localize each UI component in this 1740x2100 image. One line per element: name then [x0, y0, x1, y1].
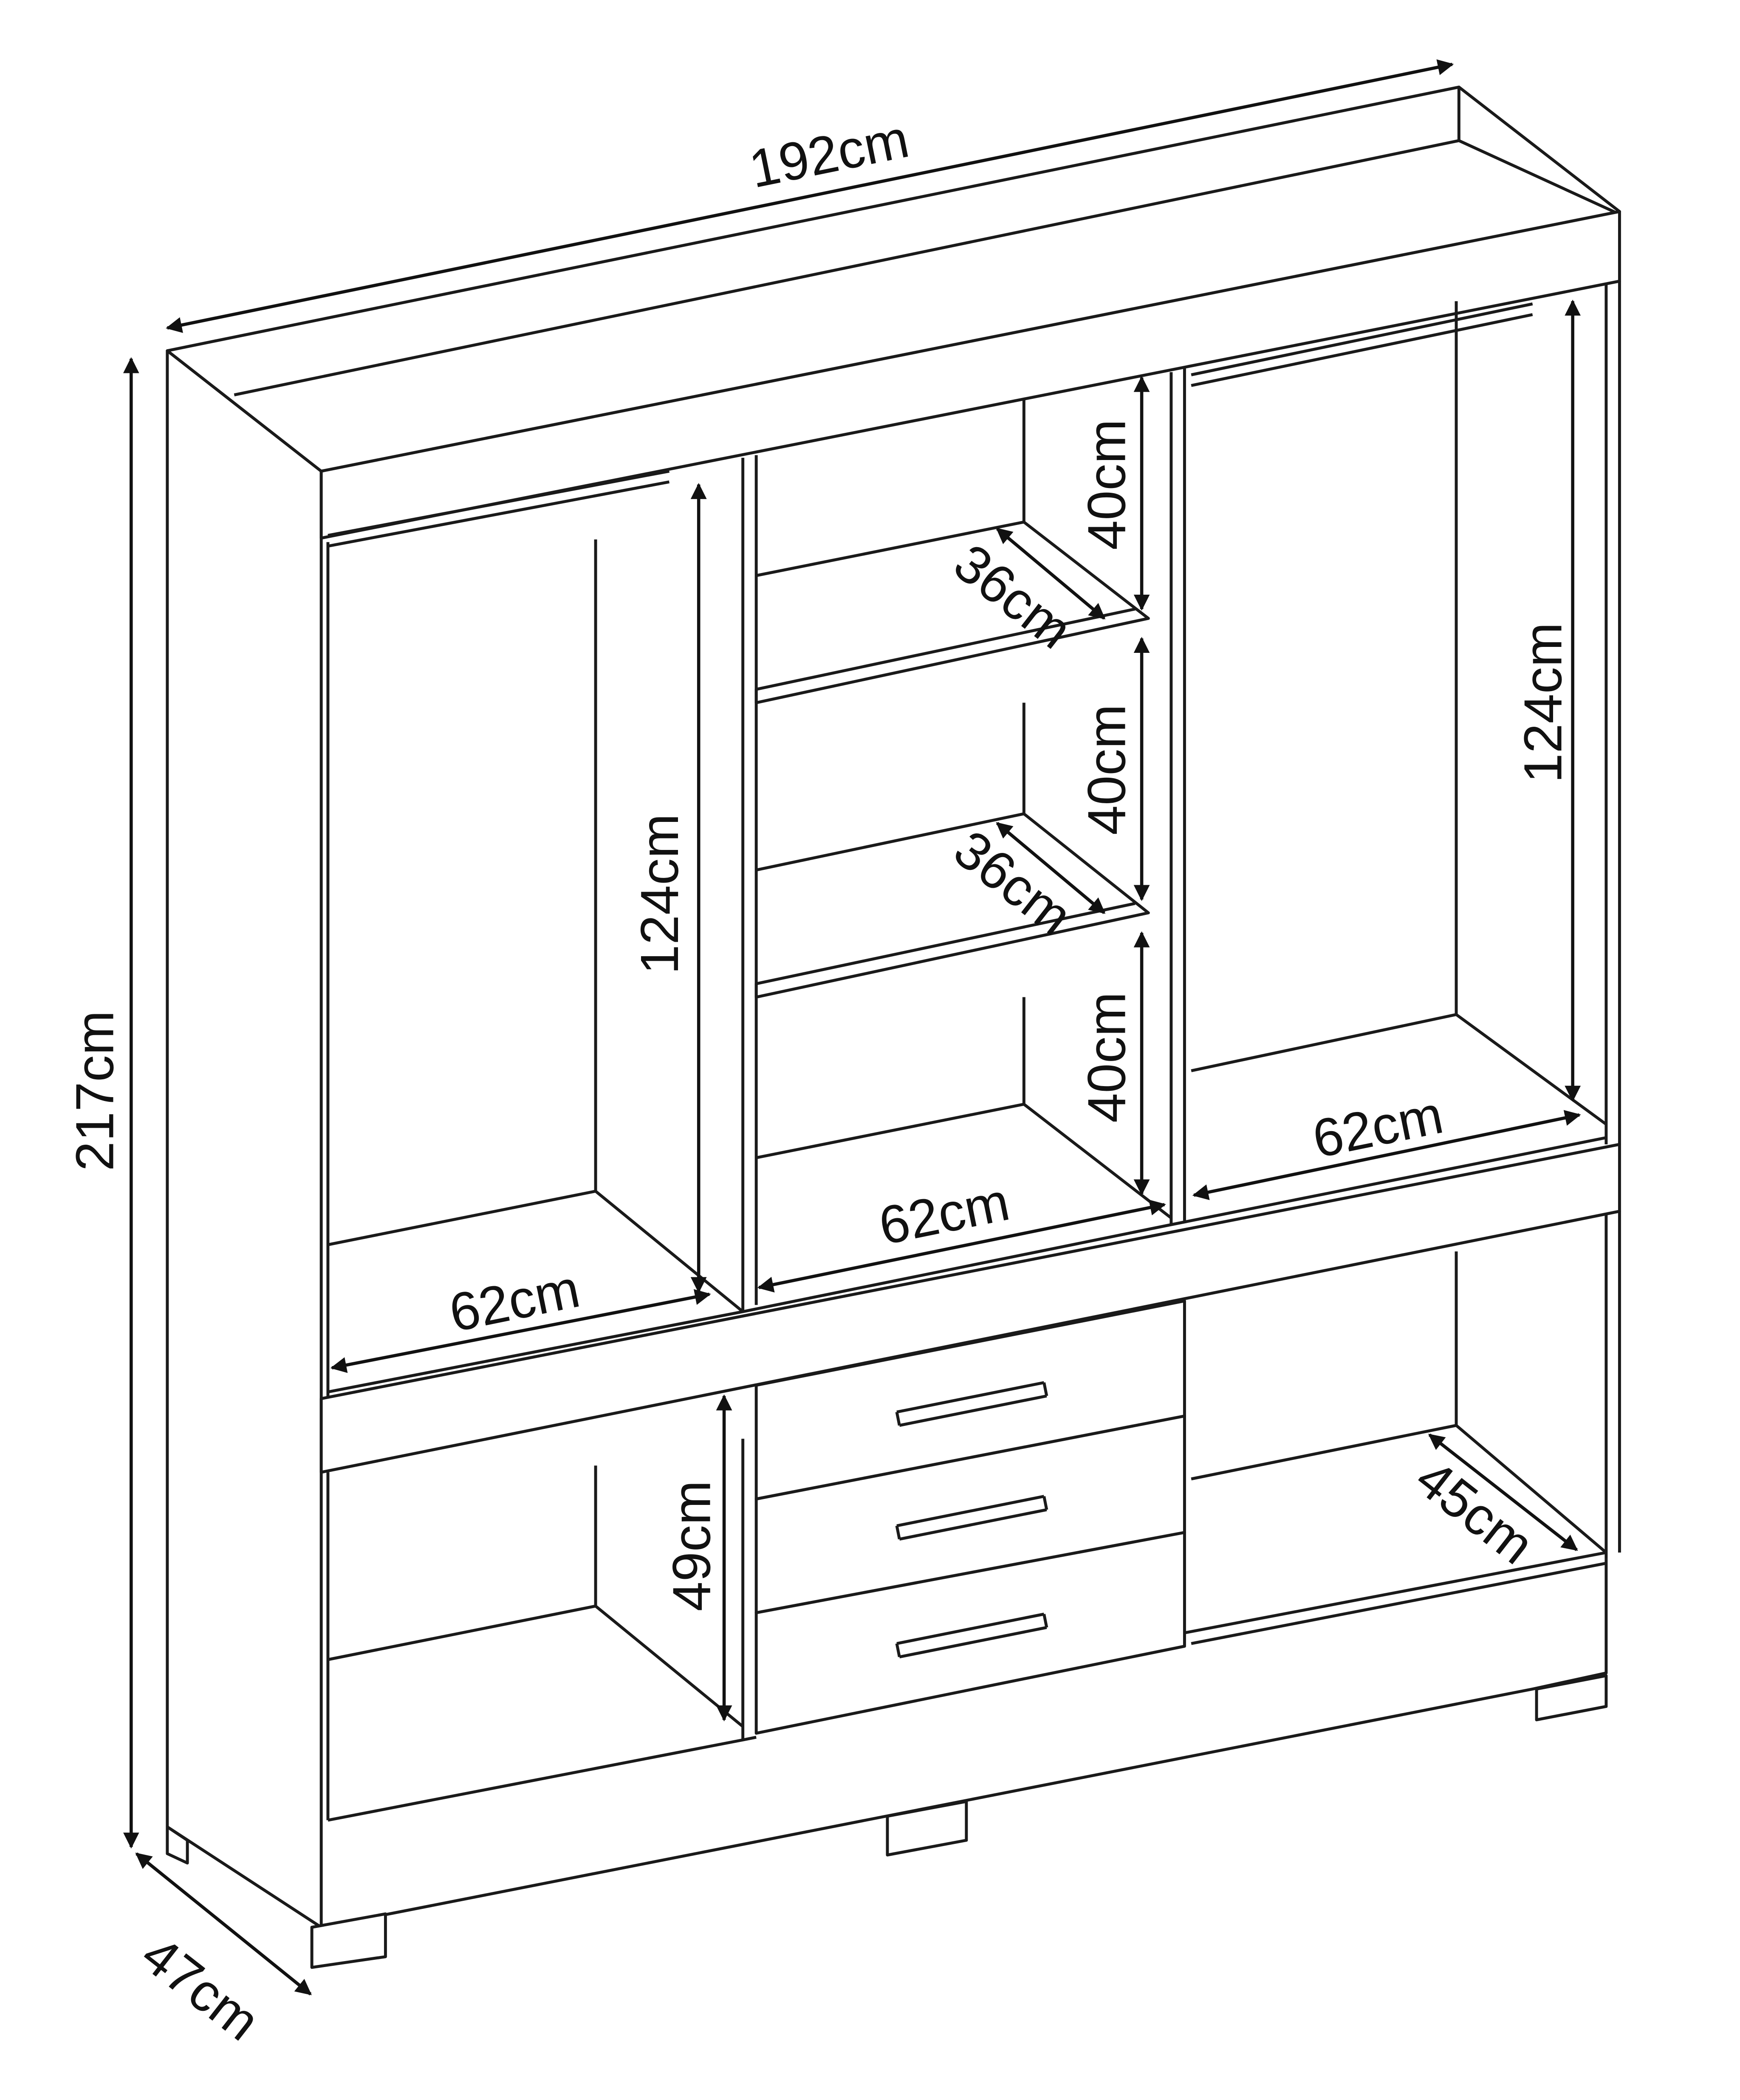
- shelf-gap-top-label: 40cm: [1076, 419, 1136, 550]
- middle-band: [319, 1143, 1621, 1474]
- total-width-label: 192cm: [744, 108, 914, 199]
- drawers: [754, 1299, 1186, 1735]
- foot: [310, 1912, 387, 1969]
- shelf-gap-bottom-label: 40cm: [1076, 992, 1136, 1123]
- right-hanging-rail: [1191, 302, 1533, 387]
- foot: [886, 1800, 968, 1857]
- shelf-gap-middle-label: 40cm: [1076, 704, 1136, 835]
- wardrobe-body: [166, 85, 1621, 1969]
- drawer-handle: [895, 1612, 1048, 1659]
- drawer-handle: [895, 1381, 1048, 1427]
- foot: [1535, 1674, 1608, 1722]
- right-width-label: 62cm: [1308, 1084, 1448, 1169]
- lower-left-height-label: 49cm: [662, 1480, 722, 1611]
- total-height-label: 217cm: [65, 1010, 124, 1171]
- left-width-label: 62cm: [444, 1258, 585, 1343]
- lower-right-depth-label: 45cm: [1405, 1448, 1545, 1575]
- middle-width-label: 62cm: [874, 1171, 1014, 1256]
- drawer-3[interactable]: [754, 1531, 1186, 1735]
- left-hanging-height-label: 124cm: [630, 814, 689, 974]
- right-hanging-height-label: 124cm: [1513, 622, 1573, 783]
- left-hanging-rail: [328, 469, 670, 548]
- left-side-panel: [166, 349, 323, 1929]
- dimension-arrows: [123, 59, 1581, 1996]
- drawer-handle: [895, 1495, 1048, 1541]
